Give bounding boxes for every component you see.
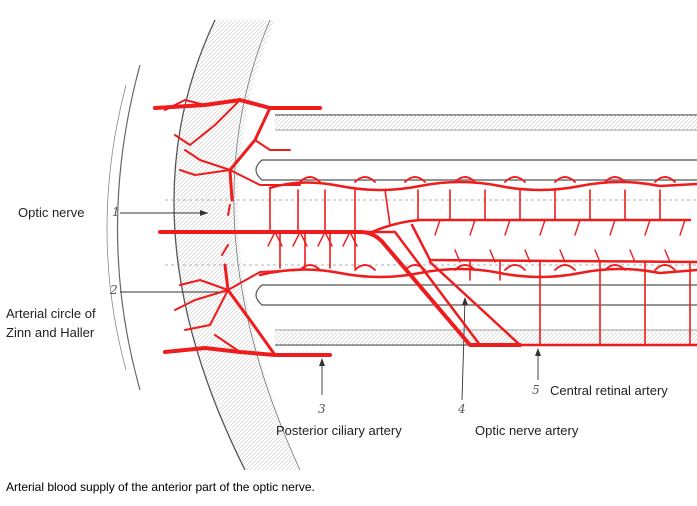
number-1: 1 bbox=[112, 205, 120, 219]
label-central-retinal-artery: Central retinal artery bbox=[550, 383, 668, 398]
figure-caption: Arterial blood supply of the anterior pa… bbox=[6, 480, 315, 494]
number-5: 5 bbox=[532, 383, 540, 397]
label-optic-nerve: Optic nerve bbox=[18, 205, 85, 220]
leader-4-arrow bbox=[462, 297, 468, 305]
sheath-bottom-fill bbox=[275, 330, 697, 345]
label-posterior-ciliary-artery: Posterior ciliary artery bbox=[276, 423, 402, 438]
optic-nerve-diagram bbox=[106, 19, 697, 470]
leader-4 bbox=[461, 299, 466, 401]
sub-space-top bbox=[255, 159, 697, 181]
sheath-top-fill bbox=[275, 115, 697, 130]
number-2: 2 bbox=[110, 283, 118, 297]
retina-curve bbox=[116, 64, 141, 391]
leader-5-arrow bbox=[535, 348, 541, 356]
label-optic-nerve-artery: Optic nerve artery bbox=[475, 423, 579, 438]
leader-1-arrow bbox=[200, 210, 208, 216]
retina-curve-2 bbox=[106, 84, 127, 371]
sub-space-bottom bbox=[255, 284, 697, 306]
number-3: 3 bbox=[318, 402, 326, 416]
label-arterial-circle-line1: Arterial circle of bbox=[6, 306, 96, 321]
label-arterial-circle-line2: Zinn and Haller bbox=[6, 325, 95, 340]
leader-3-arrow bbox=[319, 358, 325, 366]
number-4: 4 bbox=[458, 402, 466, 416]
arteries bbox=[153, 98, 697, 357]
